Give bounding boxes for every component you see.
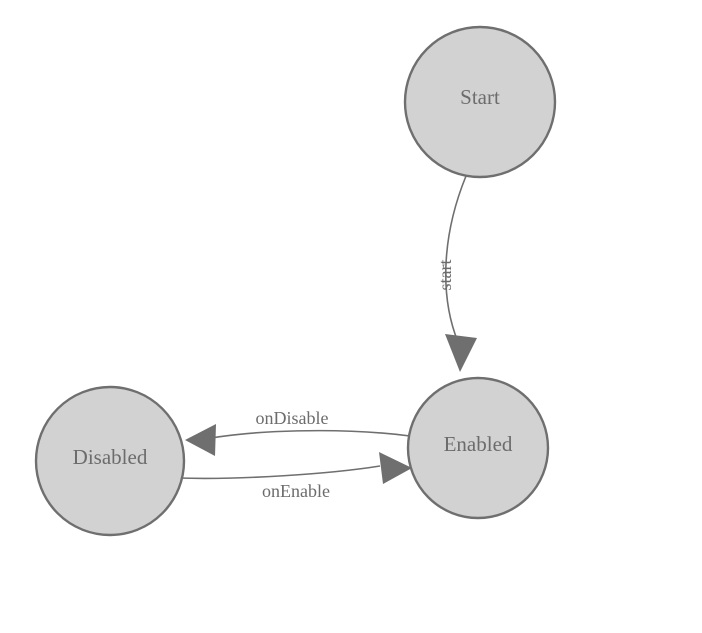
state-node-enabled[interactable]: Enabled (406, 376, 550, 520)
edge-start-to-enabled[interactable]: start (435, 175, 477, 372)
state-node-start-label: Start (460, 85, 500, 109)
edge-enabled-to-disabled-path (199, 429, 411, 441)
edge-label-onenable: onEnable (262, 481, 330, 501)
state-node-start-circle (403, 25, 557, 179)
state-node-disabled-label: Disabled (73, 445, 148, 469)
state-node-start[interactable]: Start (403, 25, 557, 179)
edge-disabled-to-enabled[interactable]: onEnable (177, 452, 412, 501)
edge-start-to-enabled-path (445, 175, 467, 343)
edge-disabled-to-enabled-path (177, 465, 381, 480)
edge-disabled-to-enabled-arrowhead (379, 452, 412, 484)
edge-label-ondisable: onDisable (256, 408, 329, 428)
edge-enabled-to-disabled[interactable]: onDisable (185, 408, 411, 456)
edge-start-to-enabled-arrowhead (445, 334, 477, 372)
state-node-disabled-circle (34, 385, 186, 537)
state-node-enabled-label: Enabled (444, 432, 513, 456)
edge-enabled-to-disabled-arrowhead (185, 424, 216, 456)
state-node-disabled[interactable]: Disabled (34, 385, 186, 537)
edge-label-start: start (435, 260, 455, 291)
state-node-enabled-circle (406, 376, 550, 520)
